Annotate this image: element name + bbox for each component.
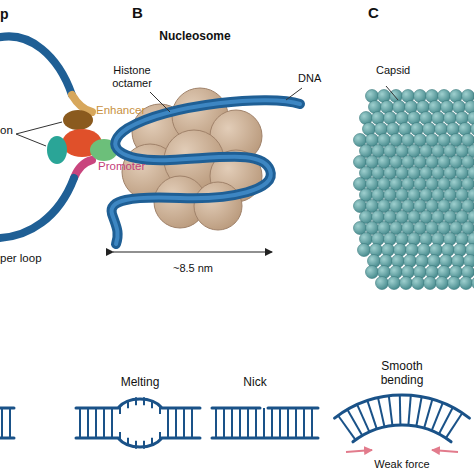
base-pair bbox=[9, 408, 11, 438]
panel-title: Nucleosome bbox=[140, 30, 250, 44]
base-pair bbox=[357, 405, 369, 432]
base-pair bbox=[79, 408, 81, 438]
base-pair bbox=[1, 408, 3, 438]
capsid-sphere bbox=[376, 277, 389, 290]
capsid-sphere bbox=[472, 277, 474, 290]
base-pair bbox=[271, 408, 273, 438]
base-pair bbox=[151, 400, 153, 408]
base-pair bbox=[347, 410, 362, 436]
dna-strand bbox=[268, 407, 318, 410]
capsid-sphere bbox=[471, 123, 474, 136]
base-pair bbox=[167, 408, 169, 438]
base-pair bbox=[159, 432, 161, 440]
base-pair bbox=[378, 398, 385, 427]
base-pair bbox=[223, 408, 225, 438]
base-pair bbox=[135, 397, 137, 405]
base-pair bbox=[231, 408, 233, 438]
base-pair bbox=[87, 408, 89, 438]
capsid-figure bbox=[354, 86, 474, 290]
deformation-label: Smooth bending bbox=[367, 360, 437, 388]
force-label: Weak force bbox=[357, 458, 447, 471]
base-pair bbox=[103, 408, 105, 438]
base-pair bbox=[424, 399, 432, 428]
panel-heading: p bbox=[0, 6, 20, 22]
base-pair bbox=[432, 403, 443, 431]
dna-strand bbox=[212, 407, 260, 410]
base-pair bbox=[119, 432, 121, 440]
base-pair bbox=[175, 408, 177, 438]
dna-strand bbox=[76, 438, 200, 447]
dna-strand bbox=[76, 399, 200, 408]
base-pair bbox=[239, 408, 241, 438]
base-pair bbox=[135, 441, 137, 449]
part-label: on bbox=[0, 124, 20, 137]
base-pair bbox=[295, 408, 297, 438]
base-pair bbox=[389, 396, 393, 426]
base-pair bbox=[303, 408, 305, 438]
force-arrow bbox=[346, 450, 372, 452]
base-pair bbox=[255, 408, 257, 438]
base-pair bbox=[151, 438, 153, 446]
deformation-label: Melting bbox=[100, 376, 180, 390]
base-pair bbox=[127, 400, 129, 408]
part-label: Enhancer bbox=[96, 104, 166, 117]
capsid-sphere bbox=[424, 277, 437, 290]
capsid-sphere bbox=[358, 244, 371, 257]
base-pair bbox=[263, 408, 265, 438]
base-pair bbox=[183, 408, 185, 438]
capsid-sphere bbox=[400, 277, 413, 290]
part-label: Capsid bbox=[376, 64, 436, 77]
base-pair bbox=[111, 408, 113, 438]
part-label: DNA bbox=[298, 72, 338, 85]
base-pair bbox=[279, 408, 281, 438]
base-pair bbox=[159, 406, 161, 414]
panel-letter: B bbox=[132, 4, 152, 21]
force-arrow bbox=[432, 450, 458, 452]
base-pair bbox=[191, 408, 193, 438]
dimension-label: ~8.5 nm bbox=[150, 262, 236, 275]
capsid-sphere bbox=[412, 277, 425, 290]
dna-ladders bbox=[0, 395, 469, 452]
loop-panel bbox=[0, 36, 118, 238]
base-pair bbox=[446, 413, 462, 438]
base-pair bbox=[408, 395, 410, 425]
part-label: Histone octamer bbox=[102, 64, 162, 89]
capsid-sphere bbox=[468, 112, 474, 125]
base-pair bbox=[287, 408, 289, 438]
base-pair bbox=[367, 401, 376, 429]
capsid-sphere bbox=[388, 277, 401, 290]
base-pair bbox=[127, 438, 129, 446]
part-label: Promoter bbox=[98, 160, 168, 173]
base-pair bbox=[416, 397, 421, 427]
base-pair bbox=[143, 397, 145, 405]
base-pair bbox=[311, 408, 313, 438]
base-pair bbox=[143, 441, 145, 449]
base-pair bbox=[247, 408, 249, 438]
deformation-label: Nick bbox=[225, 376, 285, 390]
capsid-sphere bbox=[460, 277, 473, 290]
capsid-sphere bbox=[366, 266, 379, 279]
base-pair bbox=[215, 408, 217, 438]
part-label: per loop bbox=[0, 252, 70, 265]
panel-letter: C bbox=[368, 4, 388, 21]
capsid-sphere bbox=[448, 277, 461, 290]
base-pair bbox=[95, 408, 97, 438]
base-pair bbox=[399, 395, 402, 425]
base-pair bbox=[119, 406, 121, 414]
leader-line bbox=[386, 86, 398, 100]
capsid-sphere bbox=[436, 277, 449, 290]
